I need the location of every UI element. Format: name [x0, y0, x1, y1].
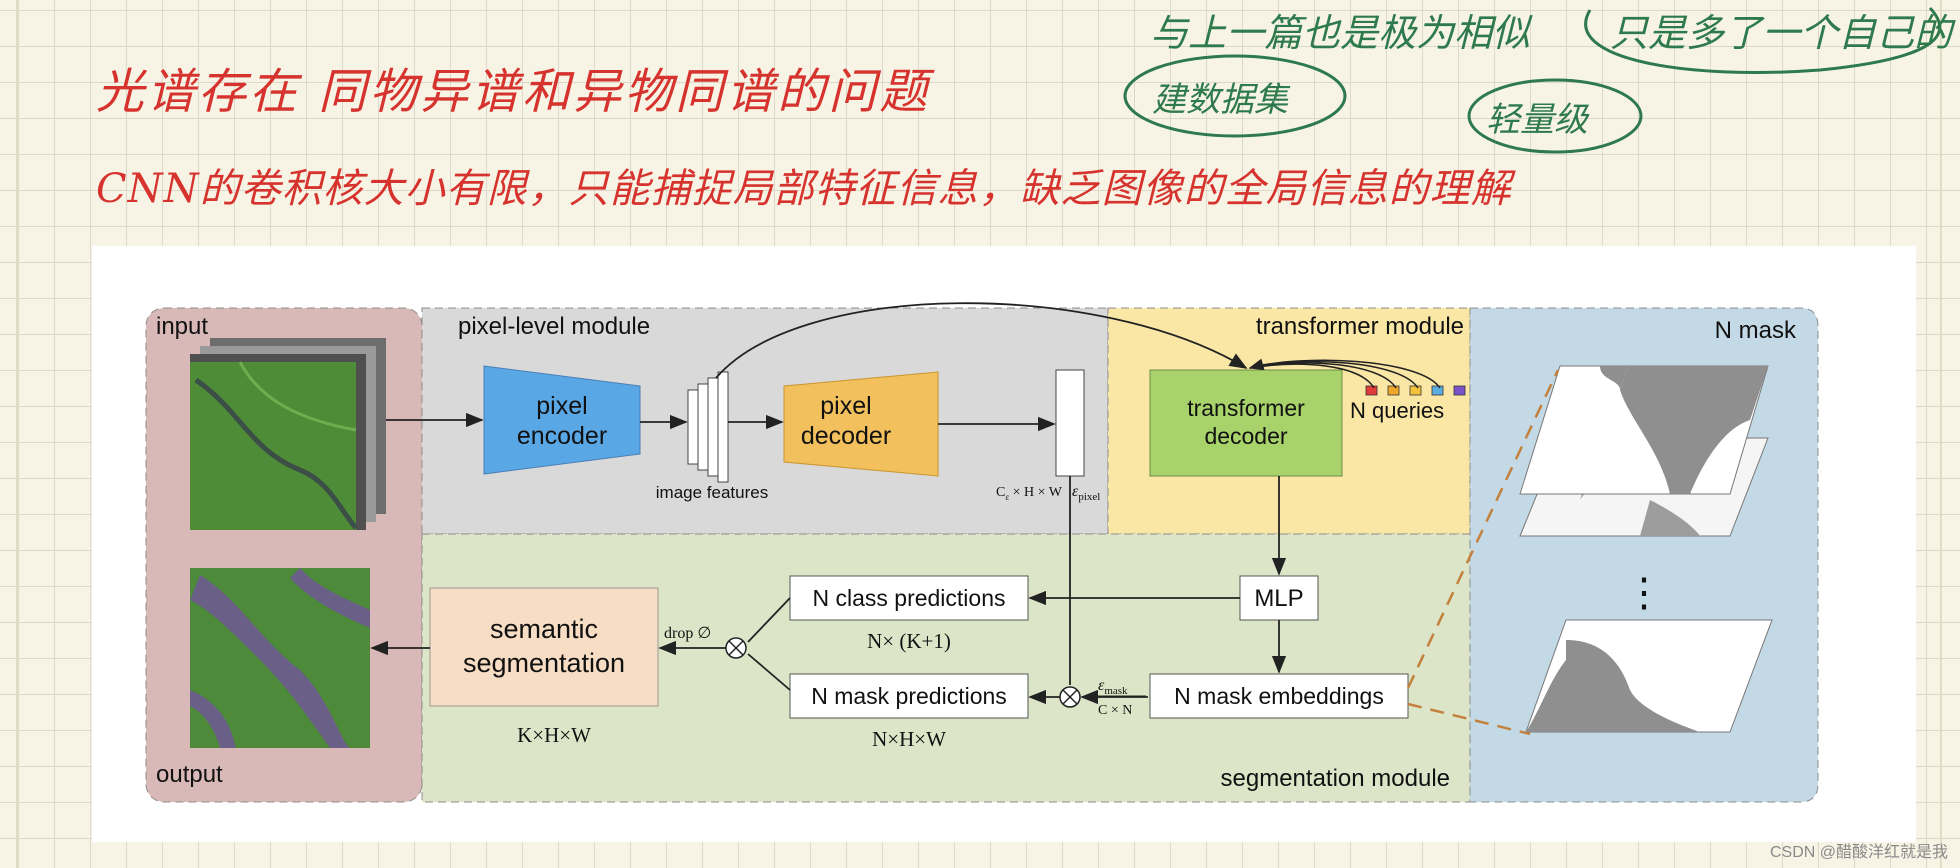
- output-segmentation-image: [190, 568, 370, 748]
- transformer-decoder-box: [1149, 369, 1343, 477]
- circle-lightweight: [1467, 78, 1643, 154]
- emask-e: ε: [1098, 677, 1105, 694]
- emask-dim-rest: × N: [1107, 703, 1132, 718]
- n-queries-label: N queries: [1350, 398, 1444, 423]
- diagram-arrows: [370, 302, 1287, 705]
- multiply-node-semantic: [725, 637, 747, 659]
- handwritten-note-dataset: 建数据集: [1152, 80, 1288, 120]
- transformer-module-label: transformer module: [1256, 313, 1464, 340]
- emask-dim-c: C: [1098, 703, 1107, 718]
- handwritten-note-spectral-problem: 光谱存在 同物异谱和异物同谱的问题: [96, 64, 931, 120]
- mlp-label: MLP: [1254, 585, 1303, 612]
- mask-ellipsis: ⋮: [1624, 571, 1664, 615]
- class-predictions-dim: N× (K+1): [867, 629, 951, 653]
- pixel-embed-rest: × H × W: [1009, 485, 1063, 500]
- semantic-segmentation-line2: segmentation: [463, 648, 625, 678]
- transformer-decoder-line1: transformer: [1187, 395, 1305, 421]
- pixel-embedding-name: εpixel: [1072, 483, 1100, 503]
- handwritten-note-cnn-limitation: CNN的卷积核大小有限，只能捕捉局部特征信息，缺乏图像的全局信息的理解: [96, 166, 1512, 212]
- mask-predictions-box: [789, 673, 1029, 719]
- pixel-module-label: pixel-level module: [458, 313, 650, 340]
- emask-dim: C × N: [1098, 703, 1132, 718]
- handwritten-note-lightweight: 轻量级: [1486, 100, 1588, 140]
- pixel-decoder-line1: pixel: [820, 392, 871, 420]
- pixel-embed-sub: ε: [1005, 492, 1009, 502]
- emask-label: εmask: [1098, 677, 1128, 697]
- semantic-segmentation-line1: semantic: [490, 614, 598, 644]
- circle-dataset: [1123, 54, 1347, 138]
- pixel-encoder-box: [483, 365, 641, 475]
- n-mask-label: N mask: [1715, 317, 1797, 344]
- query-squares: [1365, 385, 1466, 396]
- mask-embeddings-label: N mask embeddings: [1174, 683, 1384, 709]
- pixel-embed-e: ε: [1072, 483, 1079, 500]
- query-square: [1453, 385, 1466, 396]
- pixel-embed-e-sub: pixel: [1078, 491, 1100, 503]
- query-square: [1431, 385, 1444, 396]
- handwritten-note-extra: 只是多了一个自己的: [1610, 11, 1953, 55]
- transformer-decoder-line2: decoder: [1204, 423, 1287, 449]
- mask-embeddings-box: [1149, 673, 1409, 719]
- query-square: [1409, 385, 1422, 396]
- mask-dashed-connectors: [1406, 369, 1560, 736]
- mask-predictions-dim: N×H×W: [872, 727, 946, 751]
- mask-predictions-label: N mask predictions: [811, 683, 1007, 709]
- pixel-encoder-line1: pixel: [536, 392, 587, 420]
- query-fan-lines: [1248, 358, 1441, 389]
- emask-sub: mask: [1104, 685, 1128, 697]
- pixel-encoder-line2: encoder: [517, 422, 607, 450]
- circle-extra: [1584, 6, 1942, 74]
- pixel-embedding-bar: [1055, 369, 1085, 477]
- mask-sheet-n: [1525, 619, 1773, 733]
- semantic-segmentation-dim: K×H×W: [517, 723, 591, 747]
- pixel-embed-c: C: [996, 485, 1005, 500]
- segmentation-module-label: segmentation module: [1221, 765, 1450, 792]
- image-features-stack: [687, 371, 729, 483]
- query-square: [1387, 385, 1400, 396]
- multiply-node-mask: [1059, 686, 1081, 708]
- semantic-segmentation-box: [429, 587, 659, 707]
- output-label: output: [156, 761, 223, 788]
- notebook-left-margin: [16, 0, 18, 868]
- pixel-embedding-dim: Cε × H × W: [996, 485, 1063, 502]
- pixel-decoder-line2: decoder: [801, 422, 891, 450]
- watermark: CSDN @醋酸洋红就是我: [1769, 844, 1948, 861]
- handwritten-note-similar: 与上一篇也是极为相似: [1150, 11, 1531, 55]
- mask-sheet-2: [1519, 365, 1769, 495]
- class-predictions-label: N class predictions: [812, 585, 1005, 611]
- input-label: input: [156, 313, 208, 340]
- input-image-stack: [190, 338, 386, 530]
- drop-label: drop ∅: [664, 625, 711, 642]
- query-square: [1365, 385, 1378, 396]
- pixel-decoder-box: [783, 371, 939, 477]
- mlp-box: [1239, 575, 1319, 621]
- image-features-label: image features: [656, 483, 768, 502]
- notebook-right-margin: [1940, 0, 1942, 868]
